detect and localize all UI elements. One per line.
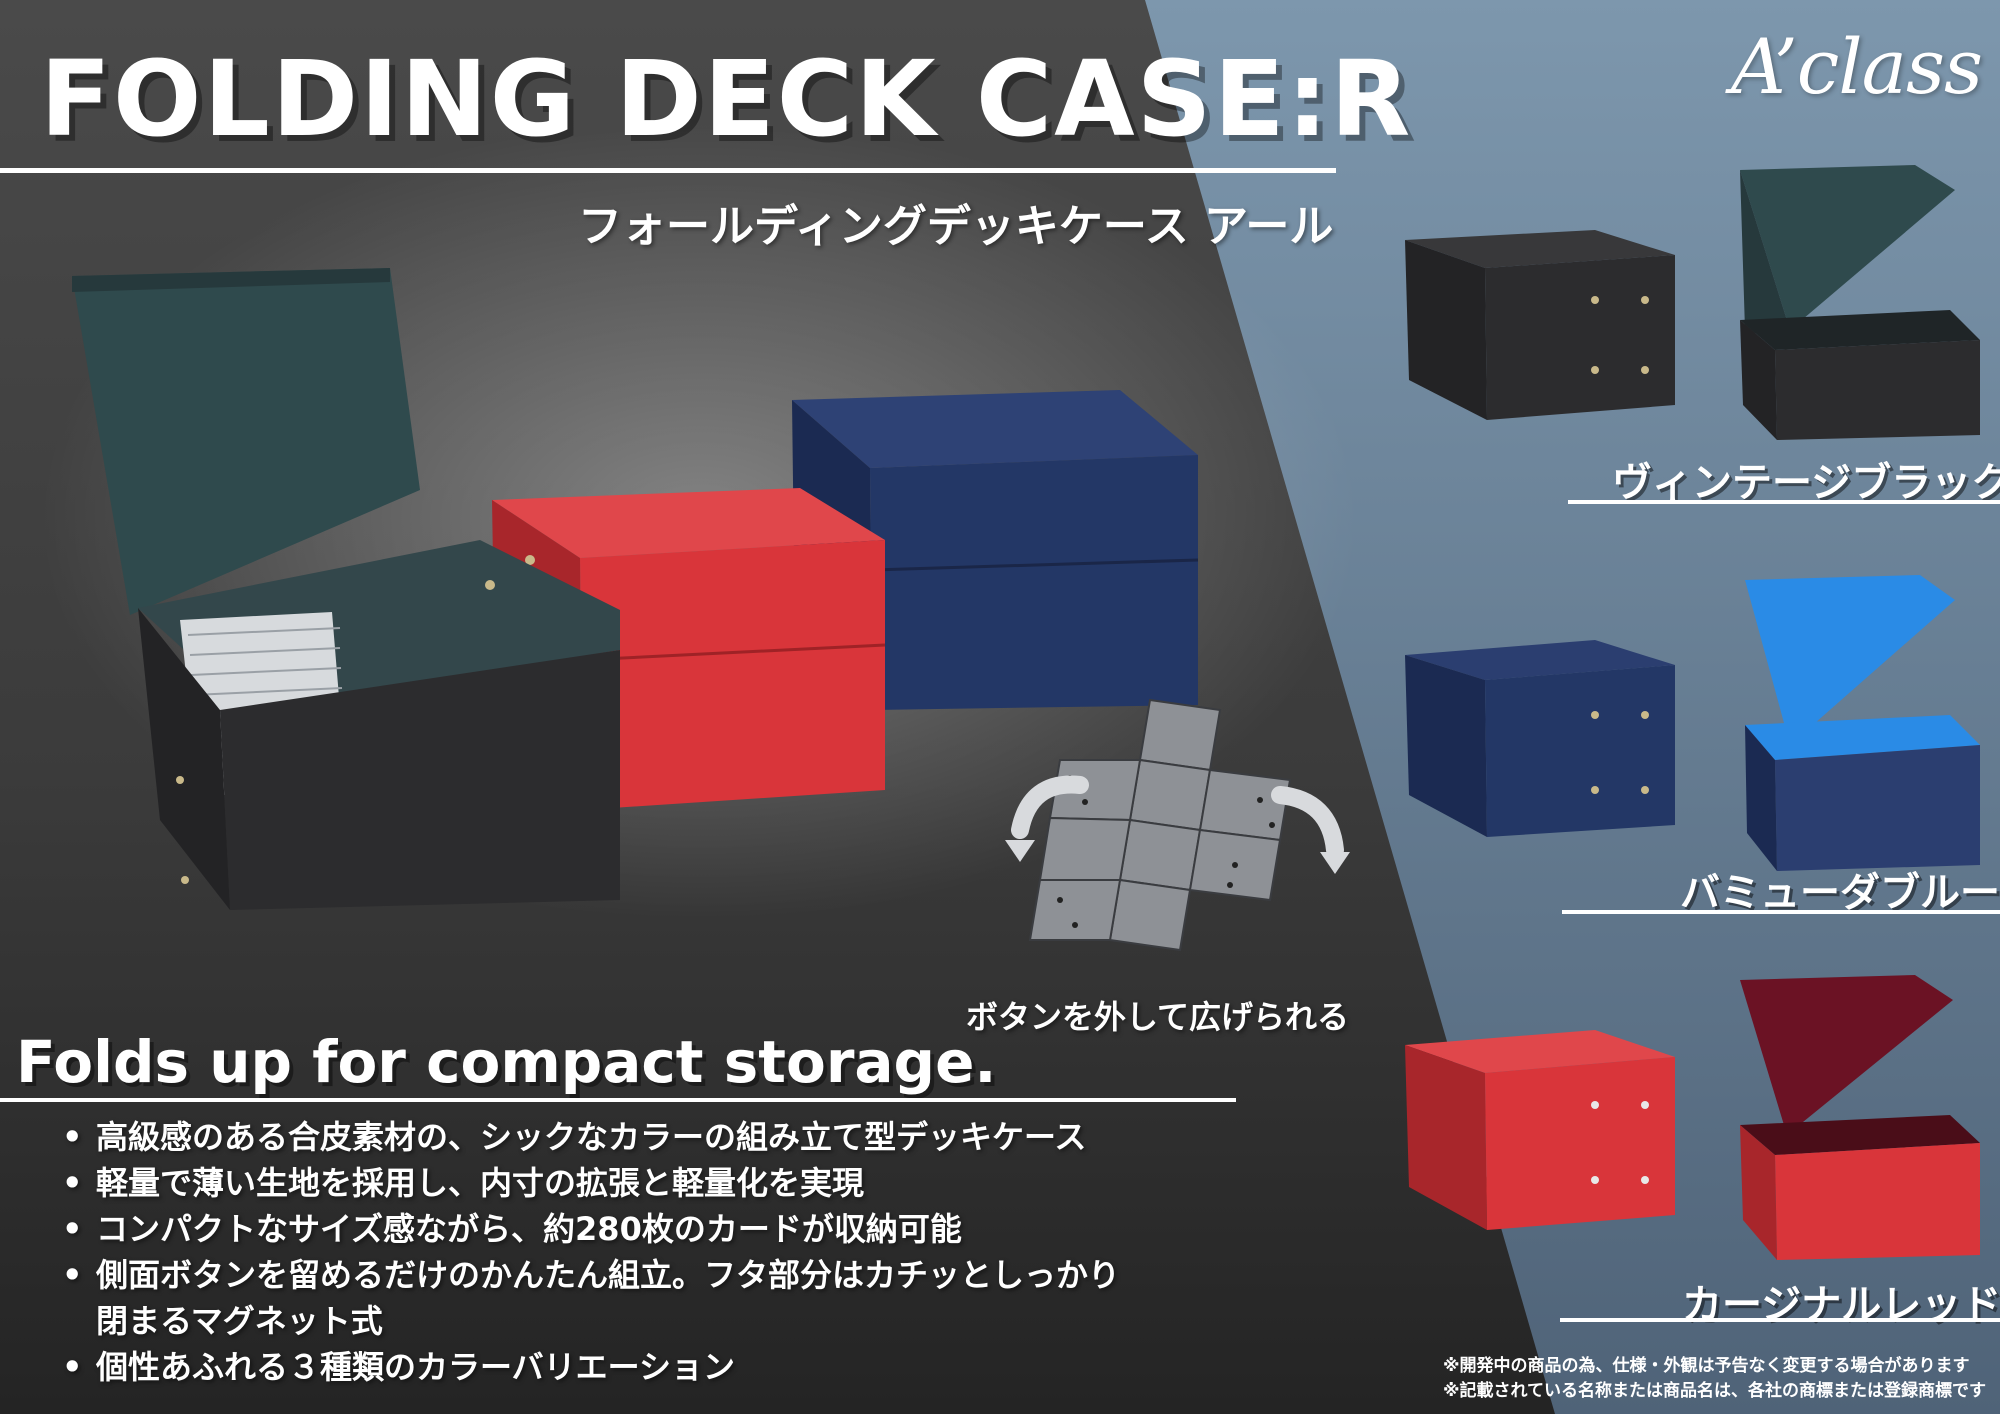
title-underline	[0, 168, 1336, 173]
section-heading: Folds up for compact storage.	[16, 1028, 997, 1096]
feature-item: 個性あふれる３種類のカラーバリエーション	[62, 1344, 1120, 1390]
brand-logo: A’class	[1730, 22, 1983, 111]
feature-item-continuation: 閉まるマグネット式	[96, 1302, 383, 1340]
page-title: FOLDING DECK CASE:R	[40, 38, 1413, 160]
disclaimer-notes: ※開発中の商品の為、仕様・外観は予告なく変更する場合があります ※記載されている…	[1443, 1354, 1986, 1404]
unfolded-case-diagram	[1005, 698, 1350, 952]
black-open-case	[72, 268, 620, 910]
variant-label-vintage-black: ヴィンテージブラック	[1612, 460, 2000, 506]
variant-underline	[1568, 500, 2000, 504]
feature-list: 高級感のある合皮素材の、シックなカラーの組み立て型デッキケース 軽量で薄い生地を…	[62, 1114, 1120, 1390]
variant-image-cardinal-red	[1405, 975, 1980, 1260]
variant-underline	[1562, 910, 2000, 914]
page-subtitle: フォールディングデッキケース アール	[578, 201, 1334, 252]
disclaimer-line: ※開発中の商品の為、仕様・外観は予告なく変更する場合があります	[1442, 1356, 1970, 1376]
unfold-caption: ボタンを外して広げられる	[966, 998, 1350, 1036]
section-underline	[0, 1098, 1236, 1102]
variant-image-bermuda-blue	[1405, 575, 1980, 871]
feature-item: 軽量で薄い生地を採用し、内寸の拡張と軽量化を実現	[62, 1160, 1120, 1206]
feature-item: 高級感のある合皮素材の、シックなカラーの組み立て型デッキケース	[62, 1114, 1120, 1160]
variant-underline	[1560, 1318, 2000, 1322]
feature-item: 側面ボタンを留めるだけのかんたん組立。フタ部分はカチッとしっかり閉まるマグネット…	[62, 1252, 1120, 1344]
main-product-image	[72, 268, 1199, 910]
feature-item: コンパクトなサイズ感ながら、約280枚のカードが収納可能	[62, 1206, 1120, 1252]
disclaimer-line: ※記載されている名称または商品名は、各社の商標または登録商標です	[1442, 1381, 1986, 1401]
variant-image-vintage-black	[1405, 165, 1980, 440]
red-closed-case	[492, 488, 886, 810]
variant-label-bermuda-blue: バミューダブルー	[1680, 870, 2000, 916]
